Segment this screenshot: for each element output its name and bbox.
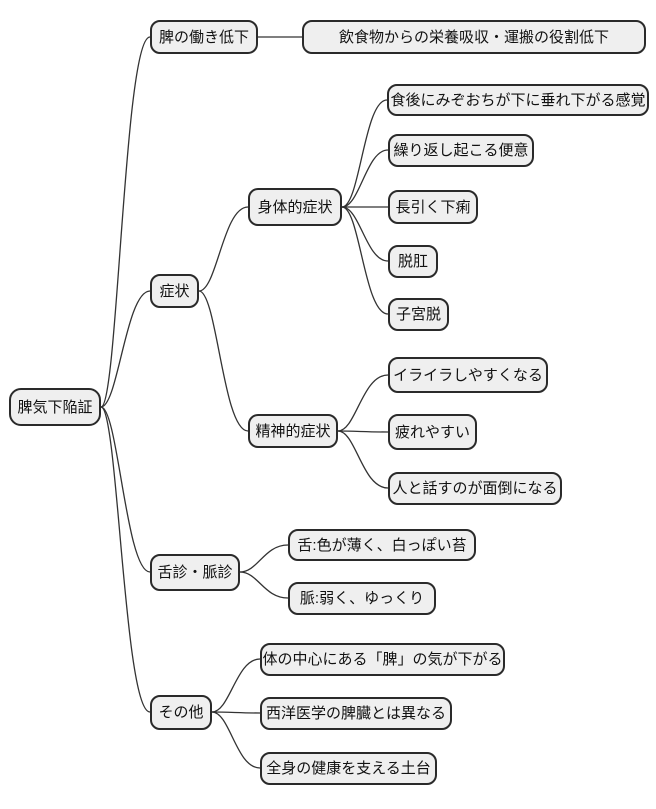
edge-physical-uterine-prolapse	[341, 206, 389, 315]
edge-physical-bowel-urge	[341, 149, 389, 208]
edge-physical-sagging	[341, 99, 388, 208]
node-root: 脾気下陥証	[9, 388, 101, 426]
node-mental-symptoms: 精神的症状	[248, 414, 338, 448]
edge-mental-irritability	[337, 374, 389, 432]
node-others: その他	[150, 695, 212, 730]
edge-symptoms-mental	[198, 290, 249, 432]
edge-tongue-pulse-pulse	[239, 571, 289, 599]
edge-root-others	[100, 406, 151, 713]
node-uterine-prolapse: 子宮脱	[388, 298, 449, 331]
edge-root-symptoms	[100, 290, 151, 408]
node-pulse-finding: 脈:弱く、ゆっくり	[288, 582, 436, 615]
edge-physical-rectal-prolapse	[341, 206, 389, 262]
node-irritability: イライラしやすくなる	[388, 357, 548, 393]
node-central-spleen-qi-descends: 体の中心にある「脾」の気が下がる	[260, 643, 505, 676]
edge-mental-fatigue	[337, 430, 389, 433]
edge-root-tongue-pulse	[100, 406, 151, 573]
edge-root-spleen-function	[100, 36, 151, 408]
node-nutrient-absorption-decline: 飲食物からの栄養吸収・運搬の役割低下	[302, 20, 646, 54]
node-physical-symptoms: 身体的症状	[248, 188, 342, 226]
node-rectal-prolapse: 脱肛	[388, 245, 438, 278]
edge-tongue-pulse-tongue	[239, 544, 289, 573]
node-symptoms: 症状	[150, 274, 199, 308]
edge-mental-social	[337, 430, 389, 489]
node-postmeal-sagging-sensation: 食後にみぞおちが下に垂れ下がる感覚	[387, 84, 649, 116]
edge-symptoms-physical	[198, 206, 249, 292]
node-recurrent-bowel-urge: 繰り返し起こる便意	[388, 134, 534, 167]
node-fatigue: 疲れやすい	[388, 414, 477, 450]
node-differs-from-western-spleen: 西洋医学の脾臓とは異なる	[260, 697, 452, 730]
node-spleen-function-decline: 脾の働き低下	[150, 20, 258, 54]
edge-others-qi-descends	[211, 658, 261, 713]
node-tongue-pulse-diagnosis: 舌診・脈診	[150, 554, 240, 591]
node-foundation-of-health: 全身の健康を支える土台	[260, 752, 437, 785]
node-prolonged-diarrhea: 長引く下痢	[388, 190, 478, 224]
edge-others-western	[211, 711, 261, 714]
node-social-reluctance: 人と話すのが面倒になる	[388, 472, 562, 505]
node-tongue-finding: 舌:色が薄く、白っぽい苔	[288, 529, 476, 561]
edge-others-foundation	[211, 711, 261, 769]
